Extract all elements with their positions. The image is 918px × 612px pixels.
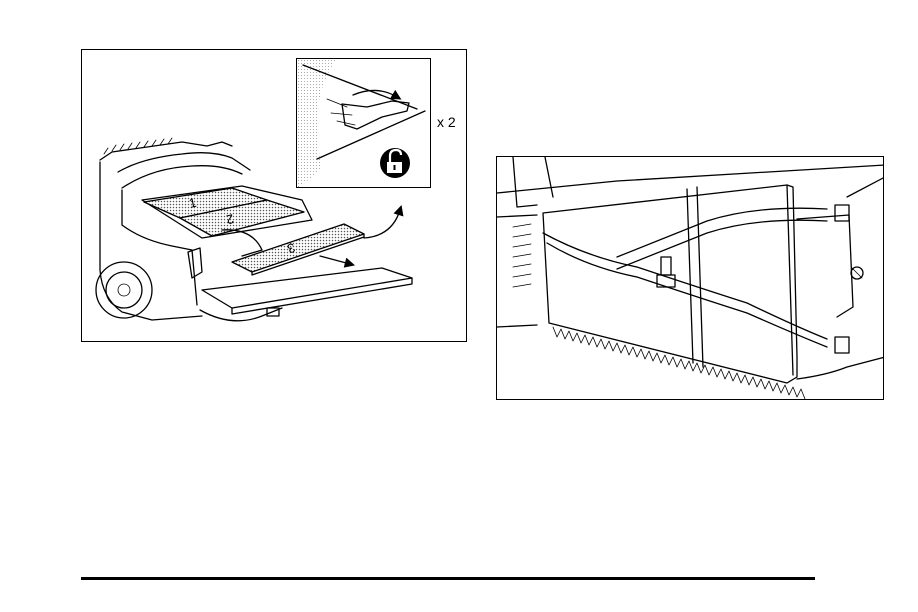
panel-storage-figure <box>496 156 884 400</box>
curved-arrow-icon <box>364 210 400 238</box>
page-divider <box>81 577 815 580</box>
panel-storage-illustration <box>497 157 884 400</box>
truck-bed-panels-figure: 1 2 3 <box>81 49 467 342</box>
padlock-open-icon <box>380 148 410 178</box>
multiplier-label: x 2 <box>437 114 456 130</box>
arrow-right-icon <box>320 256 350 264</box>
latch-detail-inset <box>296 58 431 188</box>
